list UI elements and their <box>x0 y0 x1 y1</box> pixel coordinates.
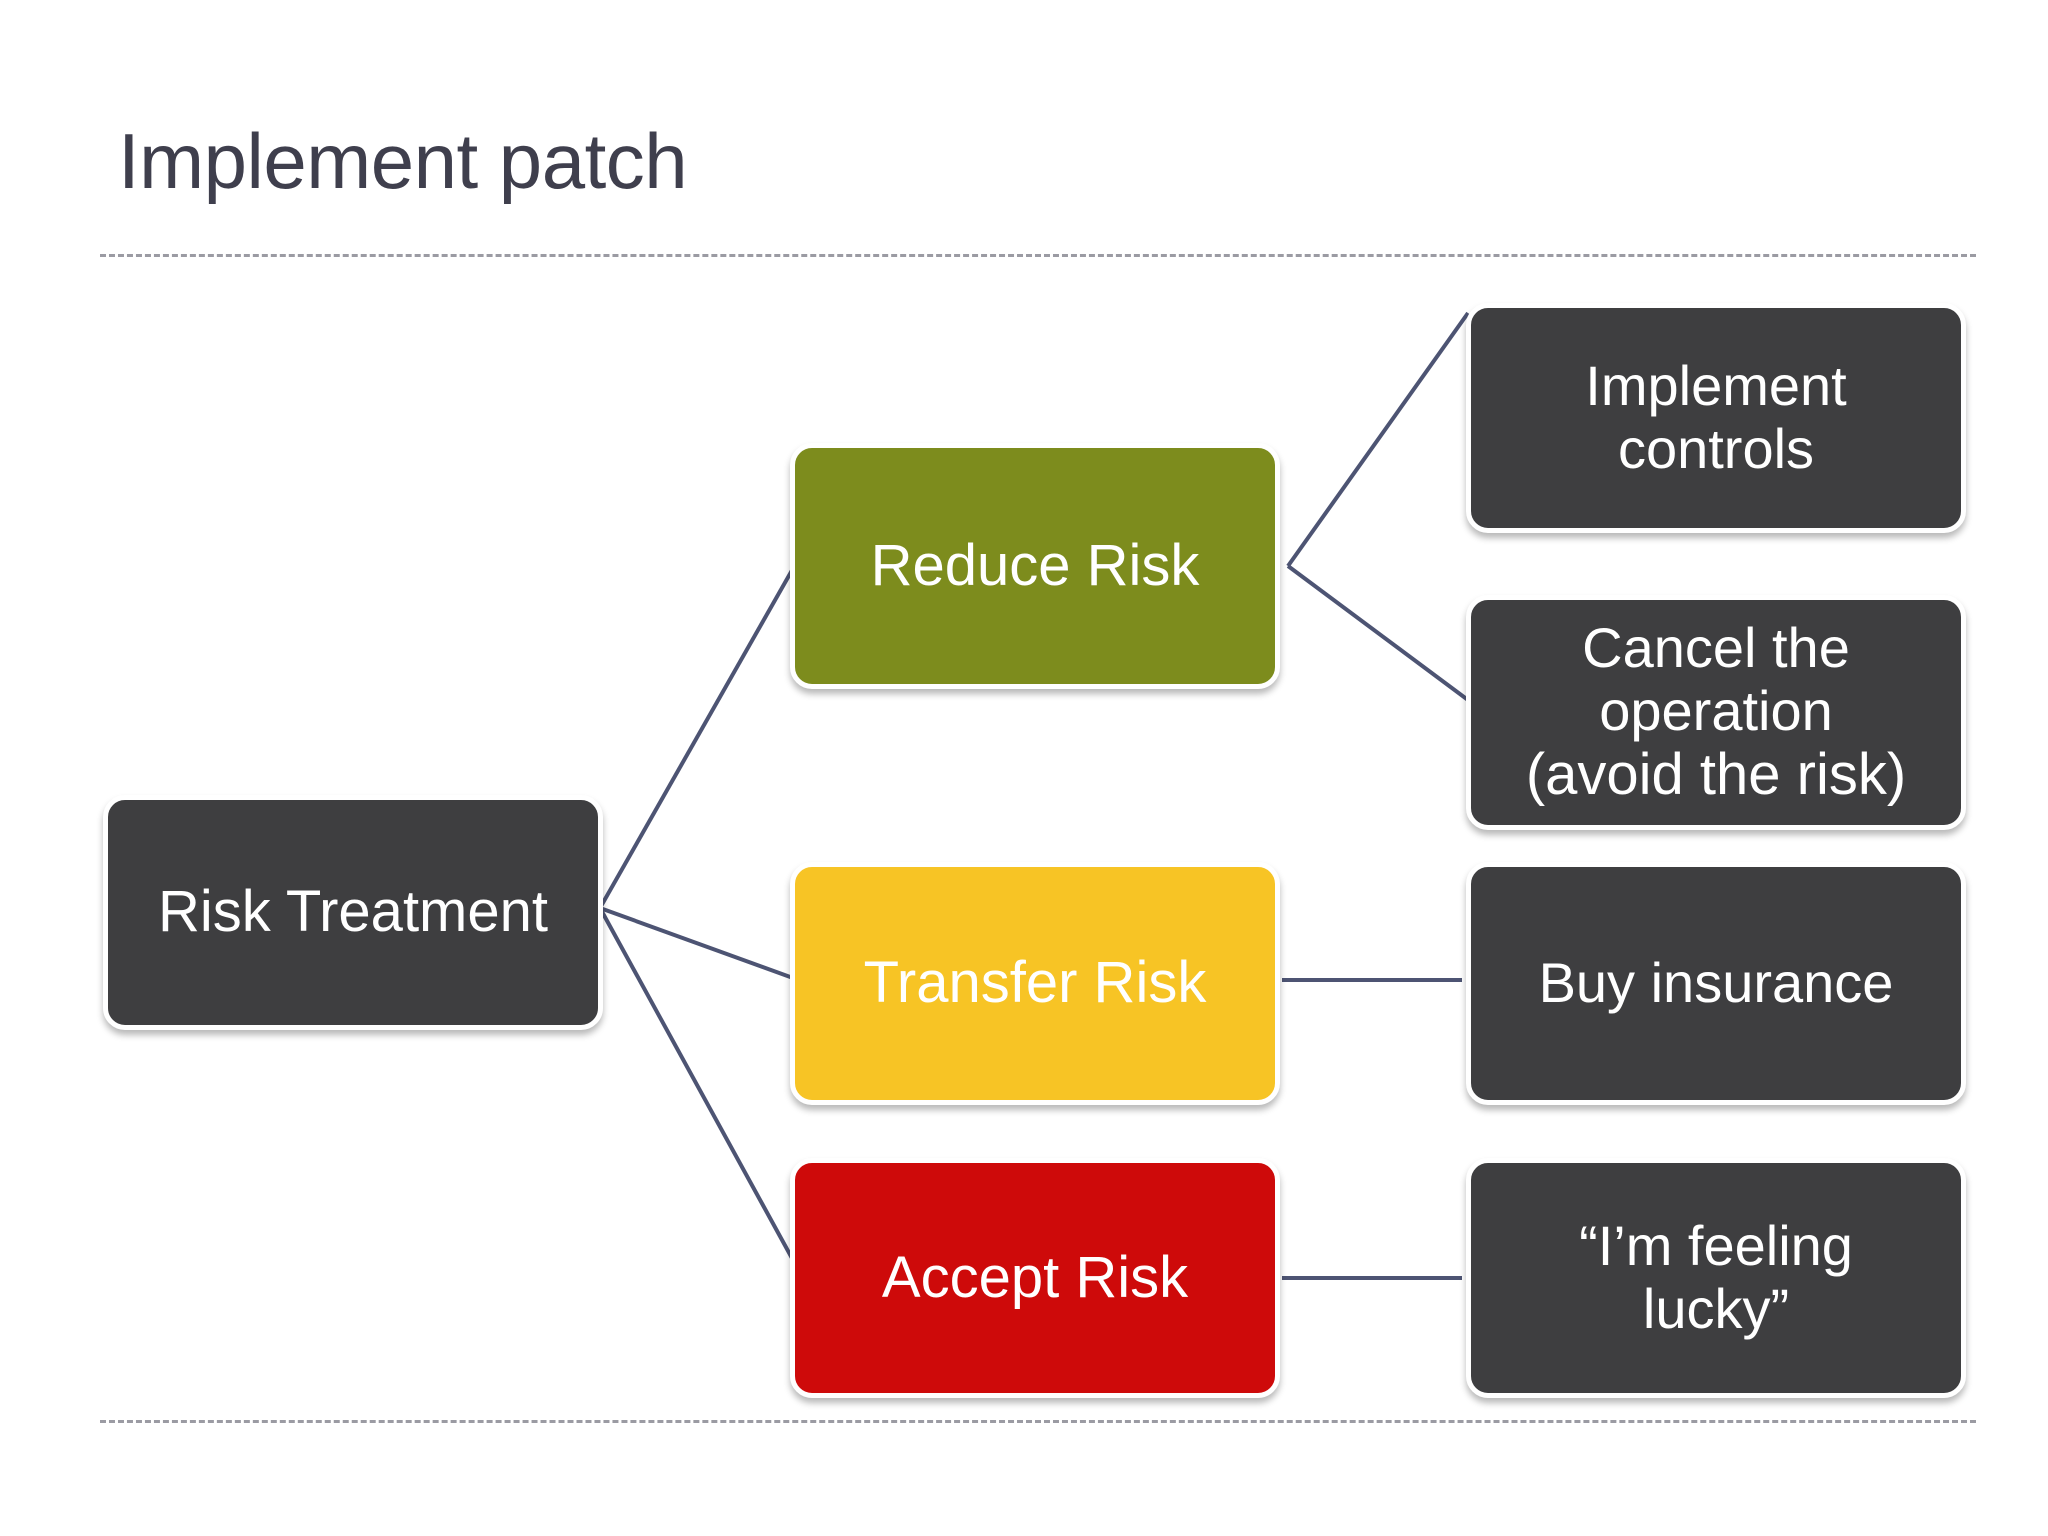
connector-reduce-to-controls <box>1286 311 1470 568</box>
node-accept-risk-label: Accept Risk <box>881 1244 1189 1310</box>
text-line: controls <box>1617 417 1815 480</box>
text-line: operation <box>1599 679 1833 743</box>
text-line: Implement <box>1585 354 1847 418</box>
node-cancel-operation[interactable]: Cancel the operation (avoid the risk) <box>1466 595 1966 830</box>
node-feeling-lucky-label: “I’m feeling lucky” <box>1485 1214 1947 1340</box>
connector-root-to-reduce <box>598 564 797 909</box>
text-line: Cancel the <box>1582 616 1850 680</box>
node-reduce-risk-label: Reduce Risk <box>870 532 1200 598</box>
node-reduce-risk[interactable]: Reduce Risk <box>790 443 1280 689</box>
text-line: “I’m feeling <box>1579 1214 1853 1278</box>
text-line: (avoid the risk) <box>1525 741 1907 807</box>
node-cancel-operation-label: Cancel the operation (avoid the risk) <box>1485 616 1947 807</box>
node-buy-insurance[interactable]: Buy insurance <box>1466 862 1966 1105</box>
text-line: lucky” <box>1642 1277 1790 1340</box>
node-risk-treatment[interactable]: Risk Treatment <box>103 795 603 1030</box>
divider-bottom <box>100 1420 1976 1423</box>
node-feeling-lucky[interactable]: “I’m feeling lucky” <box>1466 1158 1966 1398</box>
node-implement-controls-label: Implement controls <box>1485 354 1947 480</box>
node-buy-insurance-label: Buy insurance <box>1538 951 1894 1015</box>
node-implement-controls[interactable]: Implement controls <box>1466 303 1966 533</box>
node-transfer-risk-label: Transfer Risk <box>863 950 1207 1016</box>
node-accept-risk[interactable]: Accept Risk <box>790 1158 1280 1398</box>
connector-root-to-transfer <box>599 906 794 980</box>
page-title: Implement patch <box>118 117 688 205</box>
node-transfer-risk[interactable]: Transfer Risk <box>790 862 1280 1105</box>
connector-root-to-accept <box>598 907 795 1261</box>
divider-top <box>100 254 1976 257</box>
node-risk-treatment-label: Risk Treatment <box>158 879 548 945</box>
connector-reduce-to-cancel <box>1286 564 1470 702</box>
